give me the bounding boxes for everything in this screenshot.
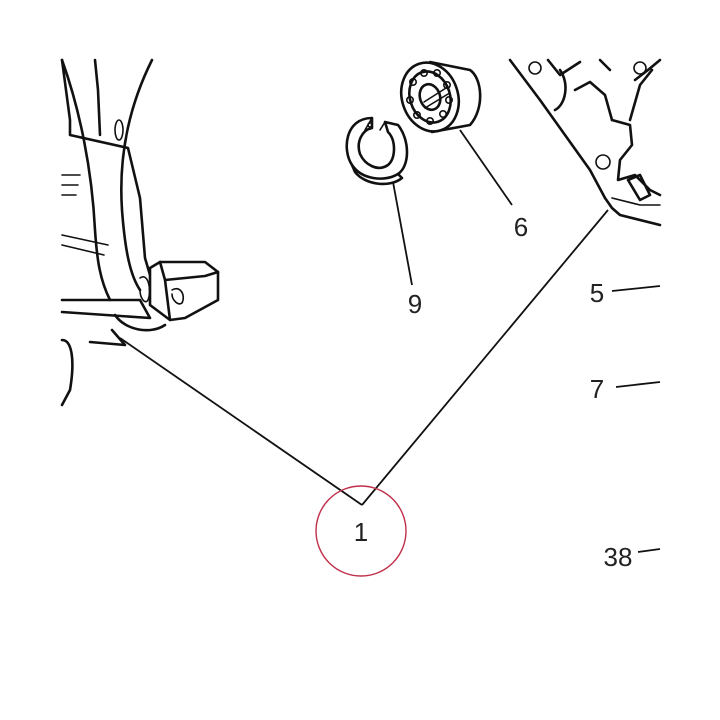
- callout-1: 1: [354, 517, 368, 547]
- crankcase-housing-right: [508, 58, 662, 227]
- leader-line-1-right: [361, 209, 609, 506]
- callout-7: 7: [590, 374, 604, 404]
- leader-line-9: [392, 181, 413, 286]
- ball-bearing-part: [399, 60, 482, 134]
- crankcase-housing-left: [60, 58, 220, 407]
- callout-5: 5: [590, 278, 604, 308]
- retaining-ring-part: [345, 116, 409, 186]
- highlight-circle: [315, 485, 407, 577]
- leader-line-7: [615, 381, 661, 388]
- callout-9: 9: [408, 289, 422, 319]
- callout-6: 6: [514, 212, 528, 242]
- leader-line-38: [637, 548, 661, 553]
- leader-line-6: [459, 129, 513, 206]
- leader-line-5: [611, 285, 661, 292]
- callout-38: 38: [604, 542, 633, 572]
- leader-line-1-left: [119, 337, 363, 506]
